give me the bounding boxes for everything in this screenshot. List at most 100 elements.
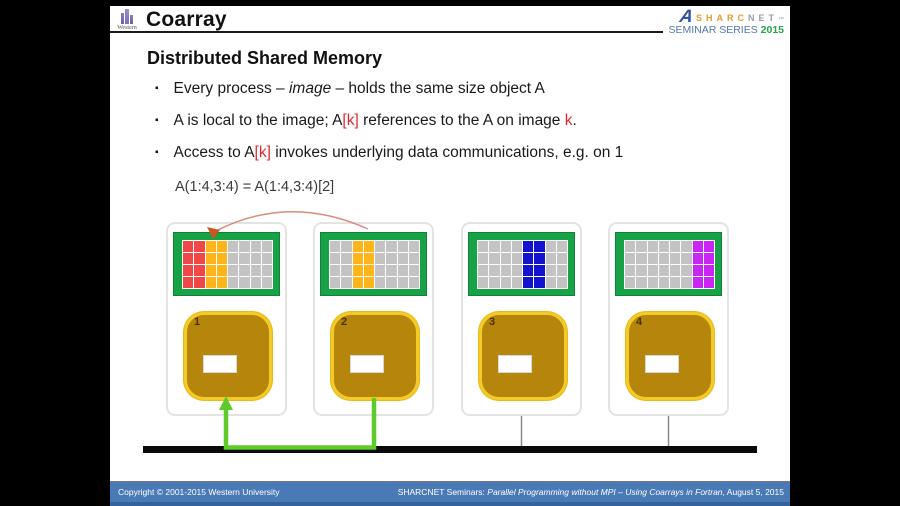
network-bus xyxy=(143,446,757,453)
grid-cell xyxy=(534,253,545,264)
grid-cell xyxy=(658,265,669,276)
grid-cell xyxy=(216,241,227,252)
grid-cell xyxy=(363,253,374,264)
grid-cell xyxy=(363,277,374,288)
grid-cell xyxy=(194,277,205,288)
grid-cell xyxy=(408,241,419,252)
grid-cell xyxy=(341,253,352,264)
grid-cell xyxy=(239,253,250,264)
grid-cell xyxy=(205,253,216,264)
array-grid xyxy=(624,240,715,289)
grid-cell xyxy=(681,241,692,252)
grid-cell xyxy=(625,265,636,276)
grid-cell xyxy=(534,241,545,252)
image-panel-2: 2 xyxy=(313,222,434,416)
grid-cell xyxy=(556,241,567,252)
grid-cell xyxy=(534,277,545,288)
grid-cell xyxy=(692,277,703,288)
grid-cell xyxy=(658,277,669,288)
grid-cell xyxy=(250,253,261,264)
grid-cell xyxy=(478,277,489,288)
grid-cell xyxy=(194,241,205,252)
grid-cell xyxy=(511,277,522,288)
chip-slot xyxy=(498,355,532,373)
grid-cell xyxy=(239,265,250,276)
grid-cell xyxy=(500,241,511,252)
array-grid xyxy=(477,240,568,289)
grid-cell xyxy=(205,241,216,252)
grid-cell xyxy=(500,253,511,264)
image-panel-4: 4 xyxy=(608,222,729,416)
grid-cell xyxy=(478,241,489,252)
process-chip: 2 xyxy=(331,312,419,400)
grid-cell xyxy=(625,241,636,252)
grid-cell xyxy=(397,277,408,288)
grid-cell xyxy=(194,253,205,264)
grid-cell xyxy=(216,277,227,288)
grid-cell xyxy=(703,241,714,252)
grid-cell xyxy=(261,265,272,276)
grid-cell xyxy=(397,241,408,252)
image-number: 4 xyxy=(636,316,643,328)
grid-cell xyxy=(523,253,534,264)
grid-cell xyxy=(216,265,227,276)
slide-title: Coarray xyxy=(146,8,227,31)
grid-cell xyxy=(511,265,522,276)
memory-board xyxy=(615,232,722,296)
grid-cell xyxy=(375,253,386,264)
footer-bar: Copyright © 2001-2015 Western University… xyxy=(110,481,790,506)
grid-cell xyxy=(250,265,261,276)
array-grid xyxy=(182,240,273,289)
bullet-3-text: Access to A[k] invokes underlying data c… xyxy=(173,144,624,161)
grid-cell xyxy=(670,277,681,288)
seminar-series-label: SEMINAR SERIES xyxy=(668,24,758,36)
bullet-marker: ▪ xyxy=(155,83,159,94)
grid-cell xyxy=(500,277,511,288)
grid-cell xyxy=(194,265,205,276)
grid-cell xyxy=(397,265,408,276)
grid-cell xyxy=(500,265,511,276)
grid-cell xyxy=(636,277,647,288)
grid-cell xyxy=(670,253,681,264)
grid-cell xyxy=(489,253,500,264)
grid-cell xyxy=(658,241,669,252)
grid-cell xyxy=(647,277,658,288)
grid-cell xyxy=(647,241,658,252)
grid-cell xyxy=(183,277,194,288)
grid-cell xyxy=(511,241,522,252)
seminar-year: 2015 xyxy=(760,24,784,36)
grid-cell xyxy=(703,277,714,288)
memory-board xyxy=(468,232,575,296)
section-heading: Distributed Shared Memory xyxy=(147,48,383,68)
grid-cell xyxy=(625,253,636,264)
grid-cell xyxy=(375,241,386,252)
grid-cell xyxy=(386,265,397,276)
chip-slot xyxy=(645,355,679,373)
image-number: 3 xyxy=(489,316,496,328)
grid-cell xyxy=(681,253,692,264)
coarray-assignment-formula: A(1:4,3:4) = A(1:4,3:4)[2] xyxy=(175,179,335,195)
grid-cell xyxy=(692,265,703,276)
bullet-marker: ▪ xyxy=(155,147,159,158)
grid-cell xyxy=(534,265,545,276)
grid-cell xyxy=(523,277,534,288)
grid-cell xyxy=(647,265,658,276)
grid-cell xyxy=(352,265,363,276)
grid-cell xyxy=(386,253,397,264)
grid-cell xyxy=(250,277,261,288)
grid-cell xyxy=(636,265,647,276)
chip-slot xyxy=(350,355,384,373)
western-tower-icon xyxy=(119,9,135,24)
grid-cell xyxy=(341,277,352,288)
grid-cell xyxy=(523,265,534,276)
grid-cell xyxy=(489,277,500,288)
grid-cell xyxy=(408,253,419,264)
grid-cell xyxy=(386,241,397,252)
grid-cell xyxy=(670,241,681,252)
bullet-item-1: ▪ Every process – image – holds the same… xyxy=(155,80,545,98)
seminar-series-line: SEMINAR SERIES 2015 xyxy=(668,24,784,36)
grid-cell xyxy=(556,253,567,264)
grid-cell xyxy=(363,241,374,252)
grid-cell xyxy=(261,241,272,252)
